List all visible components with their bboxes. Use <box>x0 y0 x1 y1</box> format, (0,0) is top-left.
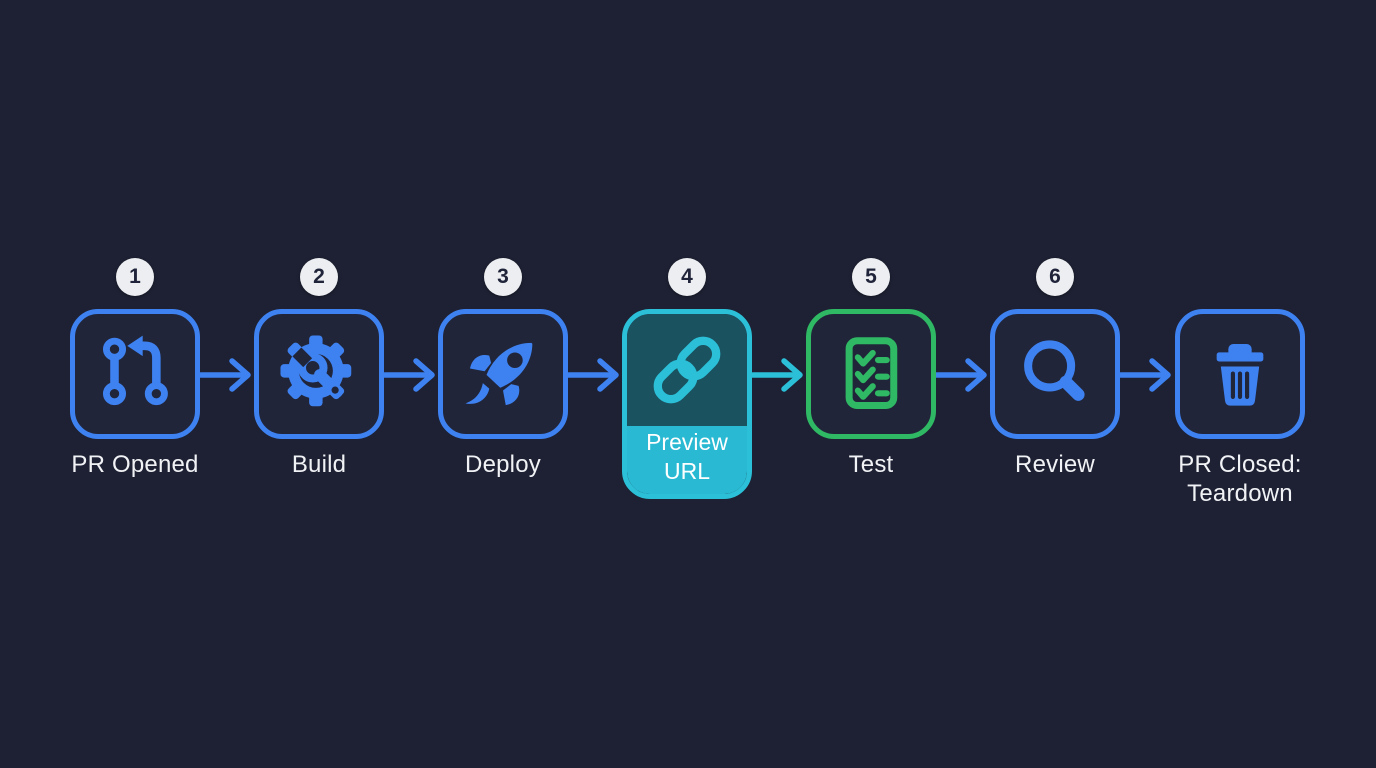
step-label: PR Closed: Teardown <box>1178 451 1302 507</box>
step-box <box>990 309 1120 439</box>
step-box-highlighted: Preview URL <box>622 309 752 499</box>
arrow-pr-opened-to-build <box>200 353 254 397</box>
step-label: Build <box>291 451 347 478</box>
trash-icon <box>1200 334 1280 414</box>
magnifier-icon <box>1012 331 1098 417</box>
step-number-badge: 2 <box>300 258 338 296</box>
rocket-icon <box>459 330 547 418</box>
git-pull-request-icon <box>94 333 176 415</box>
arrow-deploy-to-preview-url <box>568 353 622 397</box>
preview-icon-area <box>627 314 747 426</box>
step-label: PR Opened <box>71 451 199 478</box>
step-label: Preview URL <box>627 426 747 494</box>
step-box <box>70 309 200 439</box>
step-label: Review <box>1015 451 1095 478</box>
step-number-badge: 5 <box>852 258 890 296</box>
arrow-review-to-pr-closed <box>1120 353 1174 397</box>
checklist-icon <box>829 332 913 416</box>
step-box <box>438 309 568 439</box>
step-number-badge: 4 <box>668 258 706 296</box>
step-label: Test <box>848 451 894 478</box>
step-label: Deploy <box>465 451 541 478</box>
step-number-badge: 3 <box>484 258 522 296</box>
step-box <box>254 309 384 439</box>
step-box <box>1175 309 1305 439</box>
step-number-badge: 6 <box>1036 258 1074 296</box>
arrow-preview-url-to-test <box>752 353 806 397</box>
step-box <box>806 309 936 439</box>
step-number-badge: 1 <box>116 258 154 296</box>
gear-wrench-icon <box>276 331 362 417</box>
link-icon <box>645 328 729 412</box>
arrow-build-to-deploy <box>384 353 438 397</box>
arrow-test-to-review <box>936 353 990 397</box>
